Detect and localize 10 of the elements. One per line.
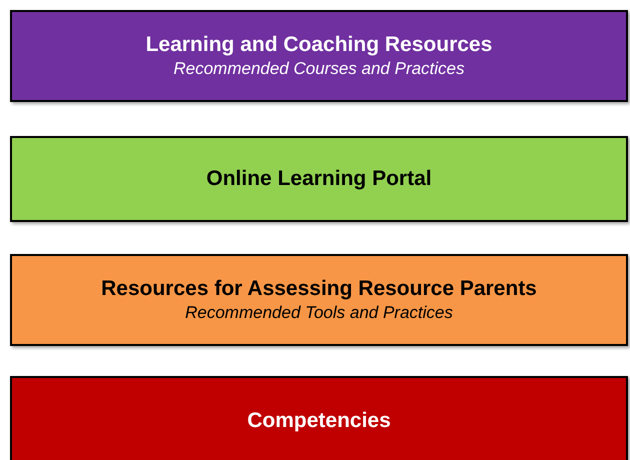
panel-heading: Online Learning Portal [206,166,432,192]
panel-heading: Learning and Coaching Resources [146,32,492,58]
category-panel [10,10,628,102]
panel-heading: Resources for Assessing Resource Parents [101,276,537,302]
category-panel [10,254,628,346]
panel-subtitle: Recommended Courses and Practices [173,58,465,80]
category-panel [10,376,628,460]
panel-heading: Competencies [247,408,391,434]
panel-subtitle: Recommended Tools and Practices [185,302,453,324]
category-panel [10,136,628,222]
